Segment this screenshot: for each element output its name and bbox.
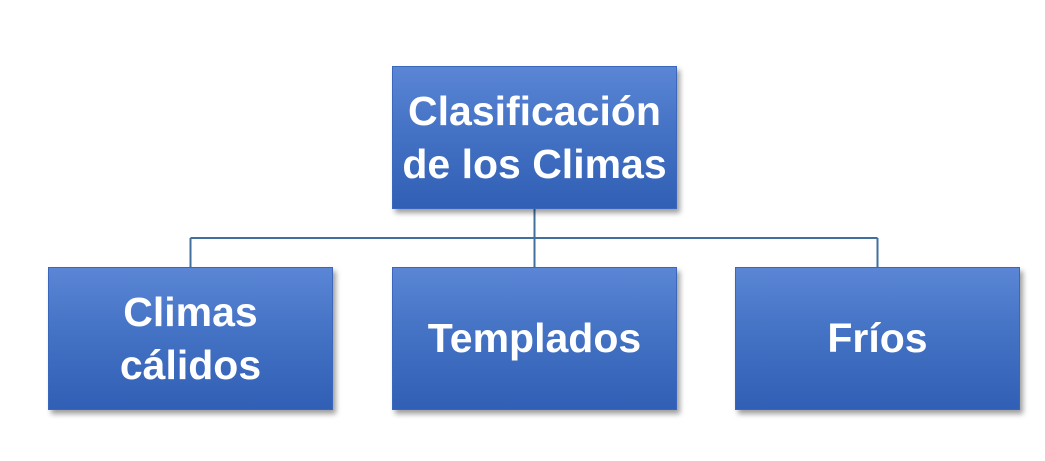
child-node-cold: Fríos bbox=[735, 267, 1020, 410]
child-node-label: Climas cálidos bbox=[119, 289, 262, 388]
root-node: Clasificación de los Climas bbox=[392, 66, 677, 209]
child-node-label: Templados bbox=[427, 315, 642, 362]
root-node-label: Clasificación de los Climas bbox=[402, 88, 667, 187]
child-node-temperate: Templados bbox=[392, 267, 677, 410]
child-node-warm-climates: Climas cálidos bbox=[48, 267, 333, 410]
child-node-label: Fríos bbox=[827, 315, 928, 362]
